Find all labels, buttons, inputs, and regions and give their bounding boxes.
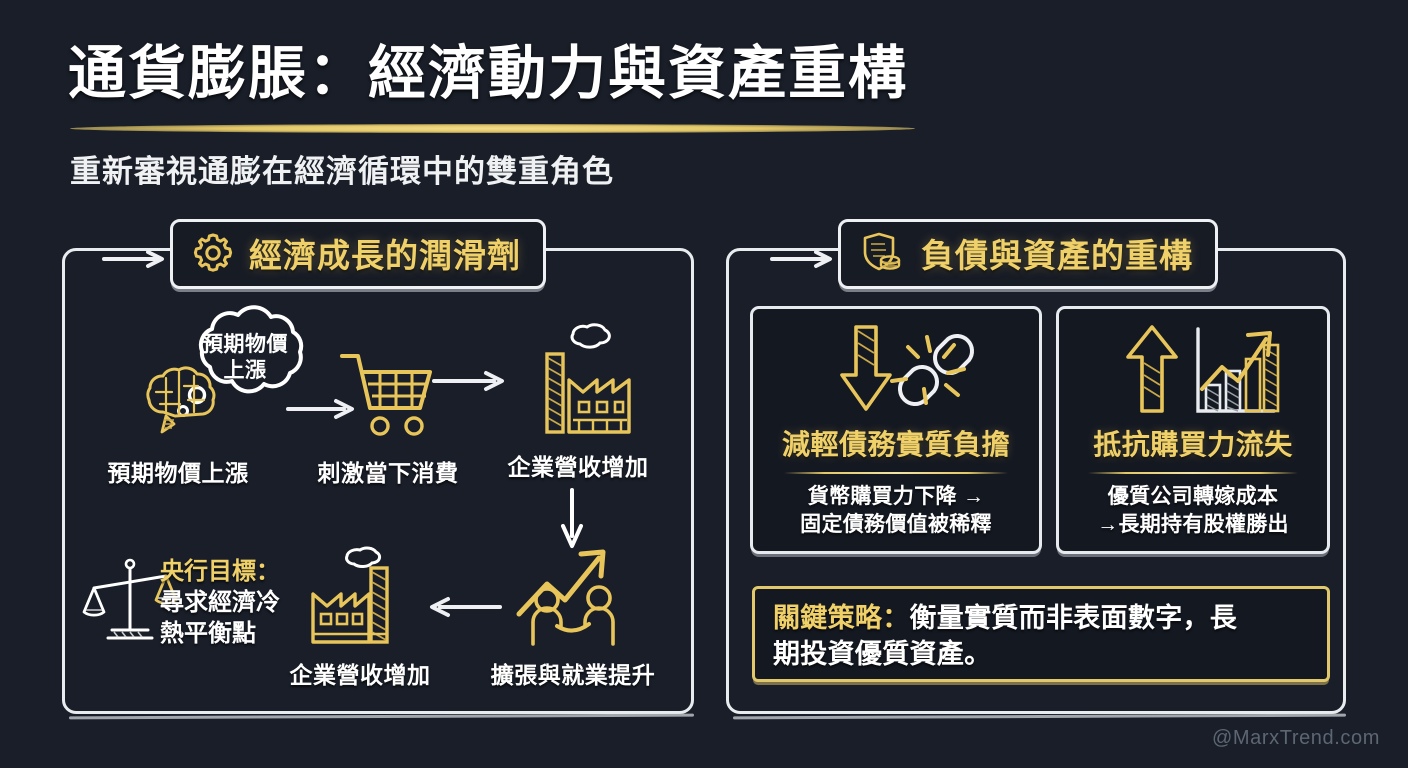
card-title: 減輕債務實質負擔 [781,429,1010,460]
central-bank-goal-line1: 尋求經濟冷 [160,589,280,617]
flow-node-corporate-revenue-up-1: 企業營收增加 [490,318,666,482]
up-arrow-bar-chart-icon [1098,323,1288,419]
thought-bubble-line1: 預期物價 [202,333,288,356]
flow-node-expected-price-rise: 預期物價上漲 [88,366,268,488]
scale-icon [82,556,178,650]
arrow-into-right-header [770,250,838,268]
flow-node-expansion-employment: 擴張與就業提升 [480,540,666,690]
thought-bubble-line2: 上漲 [223,358,267,382]
central-bank-goal-title: 央行目標： [160,558,280,585]
key-strategy-line1-rest: 衡量實質而非表面數字，長 [909,603,1238,633]
card-body: 優質公司轉嫁成本 →長期持有股權勝出 [1097,483,1289,539]
arrow-into-left-header [102,250,170,268]
panel-restructuring-header[interactable]: 負債與資產的重構 [838,219,1218,289]
arrow-factory-to-growth [560,488,584,552]
down-arrow-broken-chain-icon [798,323,994,419]
card-body: 貨幣購買力下降 → 固定債務價值被稀釋 [800,483,992,539]
watermark: @MarxTrend.com [1212,727,1380,749]
flow-node-label: 企業營收增加 [289,662,431,688]
flow-node-label: 刺激當下消費 [317,460,459,486]
arrow-cart-to-factory [432,370,510,391]
factory-icon [272,538,448,650]
cart-icon [298,348,478,440]
page-subtitle: 重新審視通膨在經濟循環中的雙重角色 [70,154,614,189]
gear-icon [191,231,235,275]
card-debt-relief[interactable]: 減輕債務實質負擔 貨幣購買力下降 → 固定債務價值被稀釋 [750,306,1042,554]
card-divider [784,472,1008,474]
card-body-line1: 優質公司轉嫁成本 [1107,485,1279,508]
panel-restructuring-header-label: 負債與資產的重構 [921,237,1193,274]
key-strategy-line1: 關鍵策略：衡量實質而非表面數字，長 [773,600,1311,636]
card-purchasing-power[interactable]: 抵抗購買力流失 優質公司轉嫁成本 →長期持有股權勝出 [1056,306,1330,554]
card-body-line2: 固定債務價值被稀釋 [800,513,992,537]
title-underline [70,124,915,133]
flow-node-corporate-revenue-up-2: 企業營收增加 [272,538,448,690]
flow-node-label: 企業營收增加 [507,454,649,480]
arrow-brain-to-cart [286,398,360,419]
thought-bubble-text: 預期物價 上漲 [186,332,304,383]
flow-node-stimulate-consumption: 刺激當下消費 [298,348,478,488]
card-body-line1: 貨幣購買力下降 → [807,485,985,508]
central-bank-goal-line2: 熱平衡點 [160,620,256,648]
key-strategy-line2: 期投資優質資產。 [773,639,992,670]
panel-growth-header-label: 經濟成長的潤滑劑 [249,237,521,274]
growth-handshake-icon [480,540,666,650]
key-strategy-lead: 關鍵策略： [773,603,910,633]
panel-growth-header[interactable]: 經濟成長的潤滑劑 [170,219,546,289]
factory-icon [490,318,666,440]
central-bank-goal: 央行目標： 尋求經濟冷 熱平衡點 [160,556,280,650]
shield-coins-icon [859,230,907,276]
arrow-growth-to-factory [424,596,502,617]
card-divider [1088,472,1298,474]
card-body-line2: →長期持有股權勝出 [1097,513,1289,537]
flow-node-label: 擴張與就業提升 [490,662,656,688]
flow-node-label: 預期物價上漲 [107,460,249,486]
key-strategy-box: 關鍵策略：衡量實質而非表面數字，長 期投資優質資產。 [752,586,1330,682]
brain-icon [88,366,268,440]
card-title: 抵抗購買力流失 [1093,429,1293,460]
page-title: 通貨膨脹：經濟動力與資產重構 [68,41,909,106]
